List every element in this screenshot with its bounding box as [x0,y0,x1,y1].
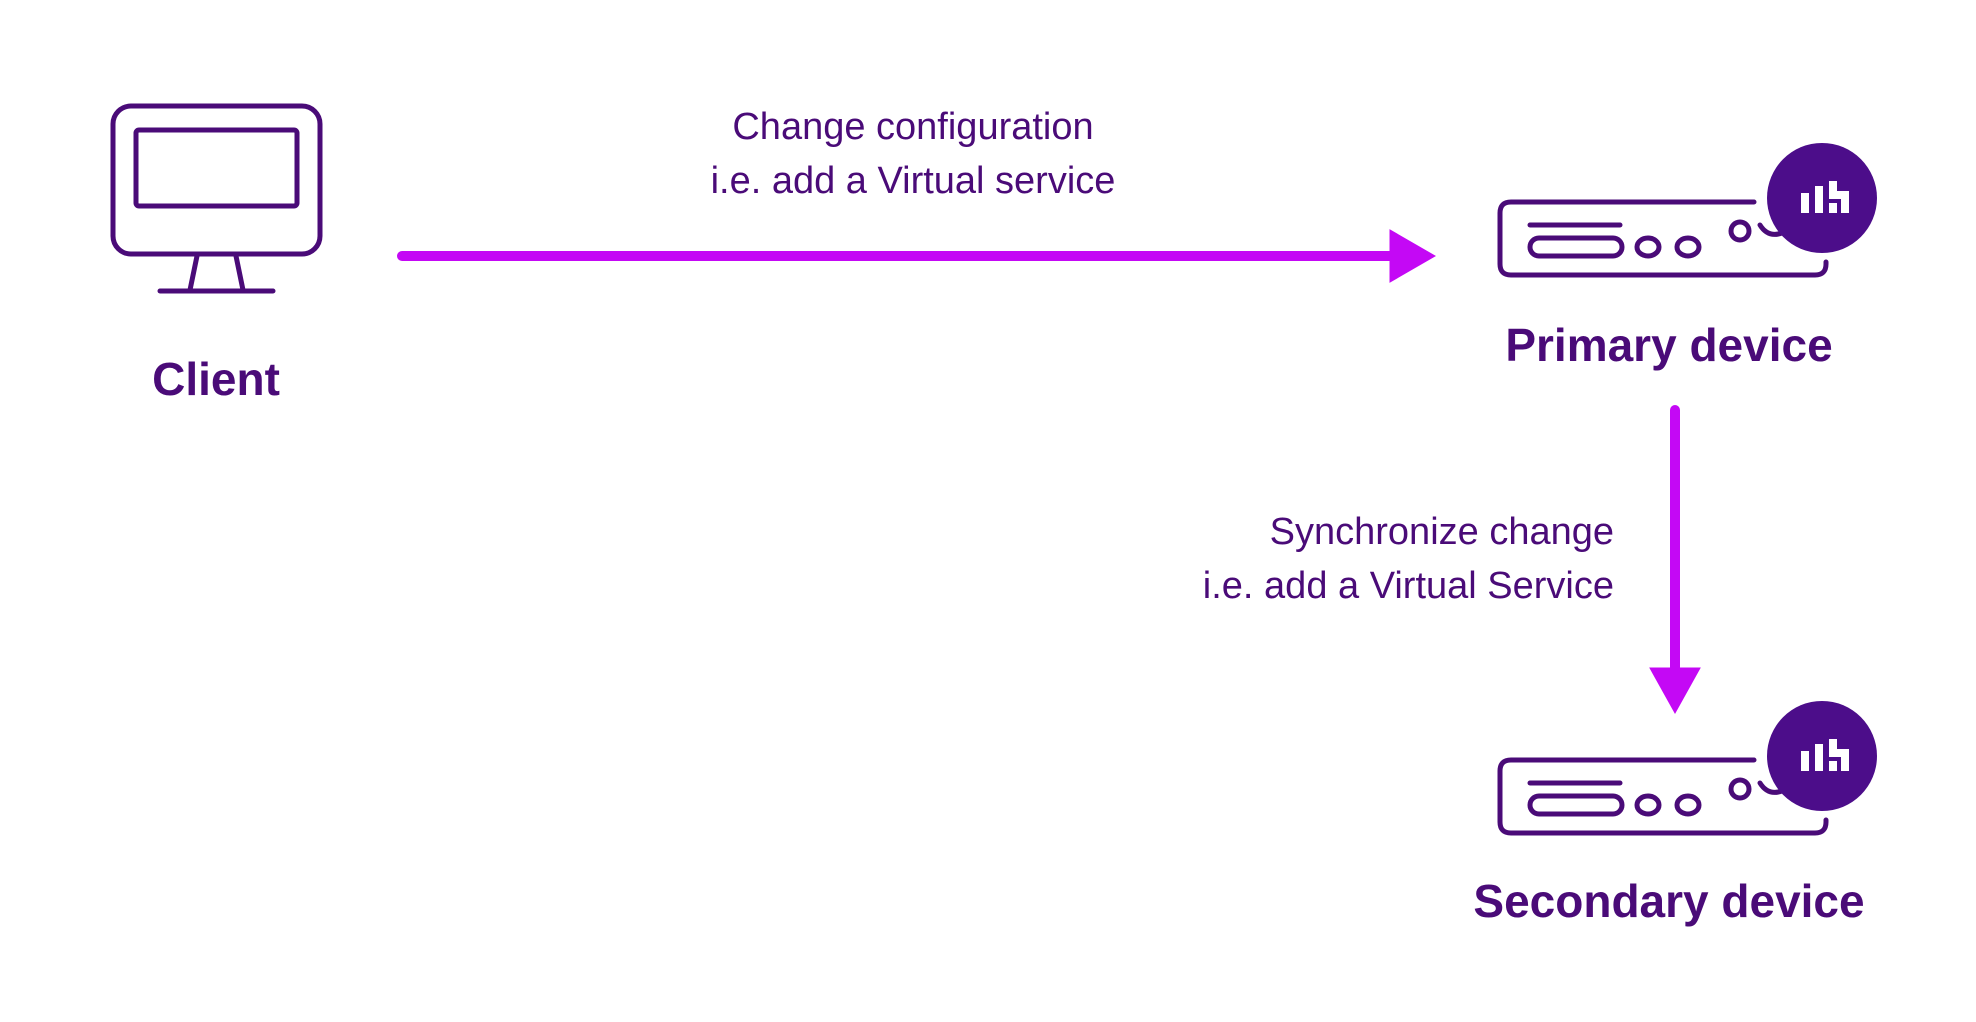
arrow-primary-to-secondary [1649,405,1701,715]
server-slot [1527,793,1625,817]
client-label: Client [152,353,280,405]
brand-logo-badge [1767,143,1877,253]
monitor-screen [133,127,300,209]
edge-label-primary-to-secondary: Synchronize change i.e. add a Virtual Se… [1203,505,1614,613]
server-led [1634,235,1662,259]
brand-logo-glyph [1801,181,1849,213]
monitor-stand-right [233,253,246,293]
primary-server-icon [1497,199,1829,278]
arrow-head [1649,667,1701,715]
primary-device-label: Primary device [1505,319,1833,371]
server-led [1634,793,1662,817]
edge-label-line: i.e. add a Virtual Service [1202,565,1614,607]
edge-label-line: Synchronize change [1269,511,1614,553]
brand-logo-badge [1767,701,1877,811]
server-port-arc [1757,222,1785,237]
edge-label-client-to-primary: Change configuration i.e. add a Virtual … [711,100,1116,208]
monitor-bezel [110,103,323,257]
edge-label-line: i.e. add a Virtual service [710,160,1116,202]
secondary-server-icon [1497,757,1829,836]
server-chassis [1497,757,1829,836]
arrow-head [1389,229,1436,283]
server-led [1674,235,1702,259]
monitor-icon [110,103,323,294]
monitor-stand-left [187,253,200,293]
brand-logo-glyph [1801,739,1849,771]
edge-label-line: Change configuration [732,106,1094,148]
arrow-client-to-primary [397,229,1436,283]
server-chassis [1497,199,1829,278]
secondary-device-label: Secondary device [1473,875,1865,927]
server-led [1674,793,1702,817]
server-port [1728,219,1752,243]
server-slot [1527,235,1625,259]
server-port-arc [1757,780,1785,795]
server-port [1728,777,1752,801]
